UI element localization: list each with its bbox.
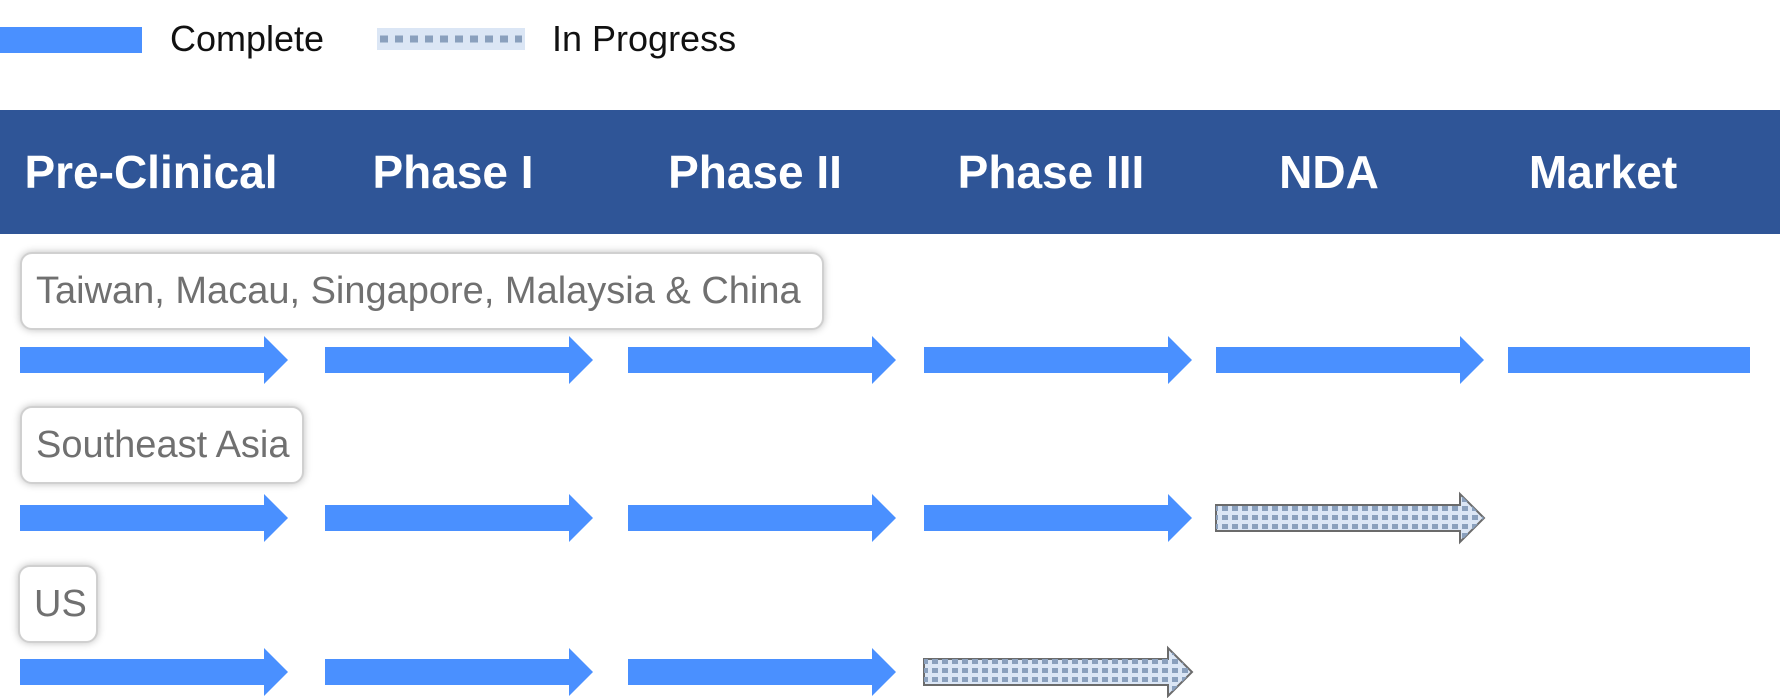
- phase-1: Phase I: [372, 146, 534, 198]
- complete-arrow: [325, 494, 593, 542]
- phase-2: Phase II: [668, 146, 842, 198]
- in-progress-arrow-pattern: [924, 648, 1192, 696]
- legend-in-progress-swatch: [377, 28, 525, 50]
- legend-in-progress-label: In Progress: [552, 18, 737, 59]
- complete-arrow: [325, 648, 593, 696]
- complete-arrow: [628, 648, 896, 696]
- legend-complete-label: Complete: [170, 18, 325, 59]
- phase-market: Market: [1528, 146, 1678, 198]
- legend-in-progress: In Progress: [376, 18, 736, 60]
- complete-arrow: [20, 336, 288, 384]
- phase-preclinical: Pre-Clinical: [24, 146, 278, 198]
- phase-3: Phase III: [957, 146, 1145, 198]
- in-progress-arrow-pattern: [1216, 494, 1484, 542]
- phase-nda: NDA: [1279, 146, 1379, 198]
- complete-arrow: [628, 336, 896, 384]
- legend-complete: Complete: [0, 18, 324, 60]
- complete-arrow: [20, 648, 288, 696]
- legend-complete-swatch: [0, 27, 142, 53]
- complete-arrow: [924, 494, 1192, 542]
- complete-arrow: [1216, 336, 1484, 384]
- phase-header: Pre-Clinical Phase I Phase II Phase III …: [0, 110, 1780, 234]
- region-label-asia-pacific: Taiwan, Macau, Singapore, Malaysia & Chi…: [20, 252, 824, 330]
- region-label-us: US: [18, 565, 98, 643]
- complete-arrow: [628, 494, 896, 542]
- complete-arrow: [924, 336, 1192, 384]
- complete-arrow: [20, 494, 288, 542]
- region-label-southeast-asia: Southeast Asia: [20, 406, 304, 484]
- complete-arrow: [325, 336, 593, 384]
- complete-arrow: [1508, 347, 1750, 373]
